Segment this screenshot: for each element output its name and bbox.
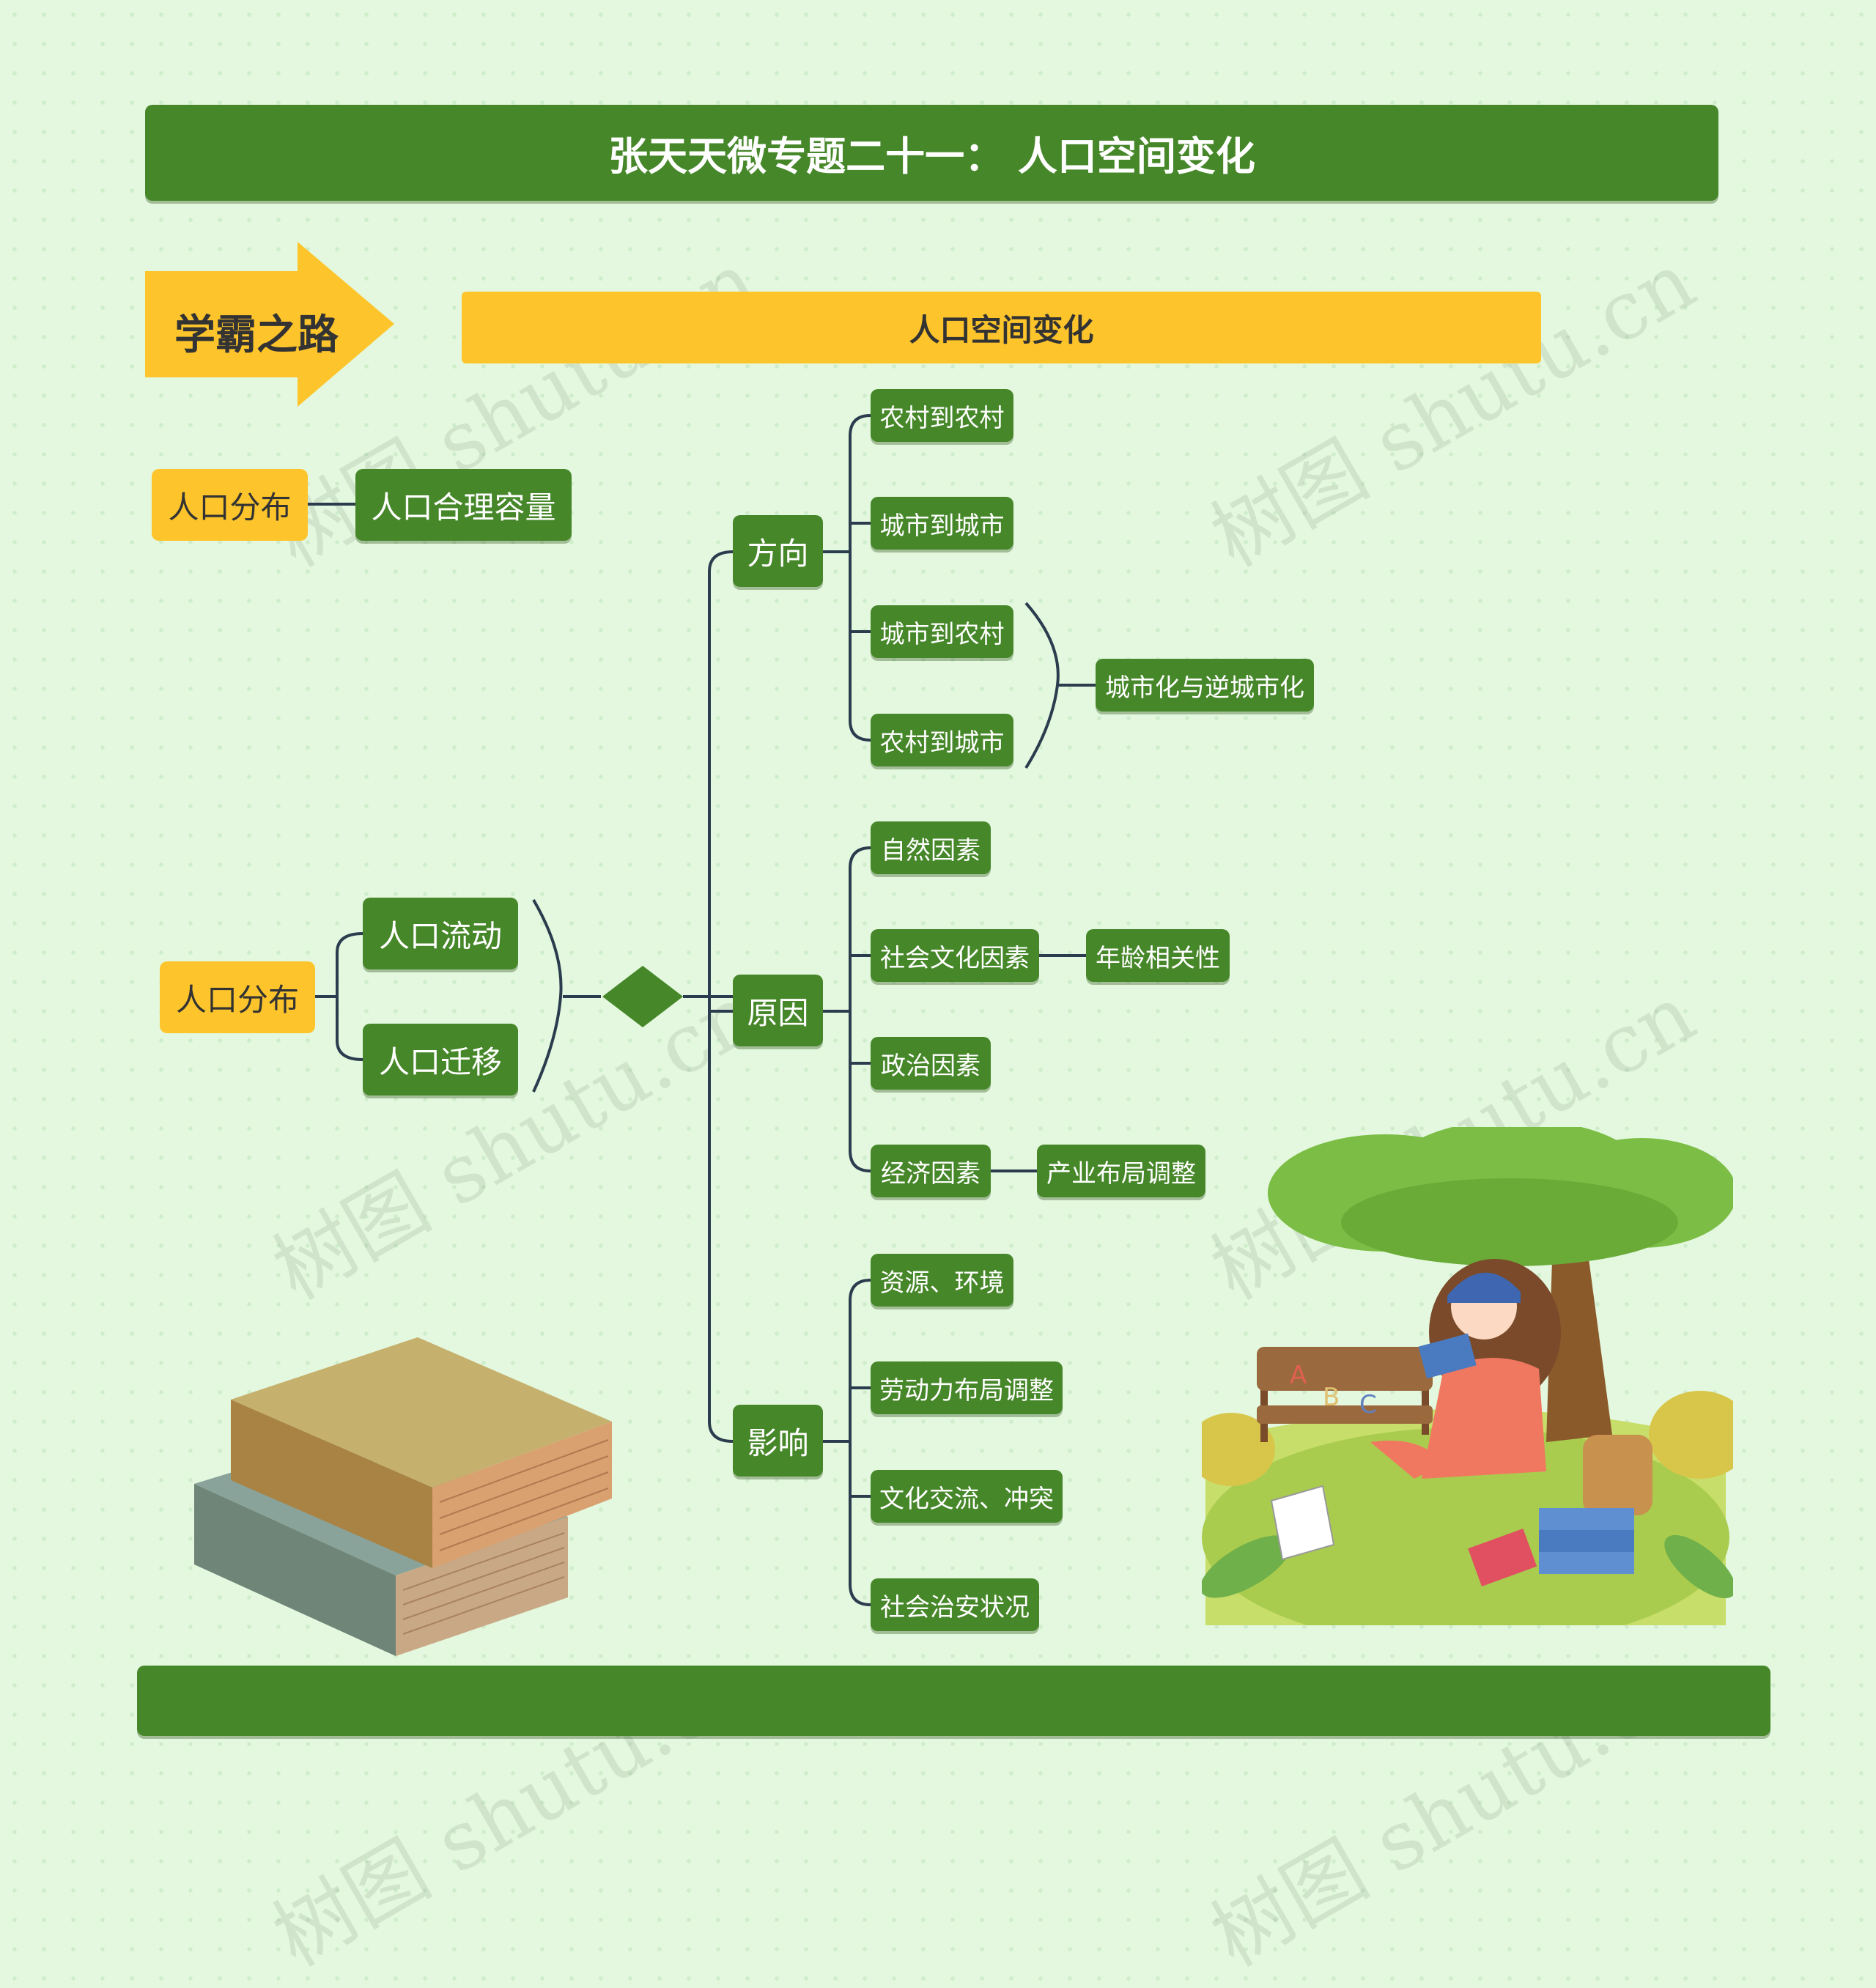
node-reasonable-capacity[interactable]: 人口合理容量 xyxy=(355,469,572,541)
leaf-political-factors[interactable]: 政治因素 xyxy=(871,1037,991,1090)
node-distribution-1[interactable]: 人口分布 xyxy=(152,469,308,541)
connector-lines xyxy=(308,414,1096,1606)
node-distribution-2[interactable]: 人口分布 xyxy=(160,961,315,1033)
leaf-labor-layout[interactable]: 劳动力布局调整 xyxy=(871,1361,1063,1414)
leaf-rural-to-rural[interactable]: 农村到农村 xyxy=(871,389,1013,442)
center-diamond xyxy=(602,966,683,1027)
leaf-urbanization[interactable]: 城市化与逆城市化 xyxy=(1096,659,1314,712)
leaf-age-correlation[interactable]: 年龄相关性 xyxy=(1086,929,1230,982)
books-illustration xyxy=(194,1337,612,1656)
svg-text:A: A xyxy=(1290,1361,1307,1390)
node-cause[interactable]: 原因 xyxy=(733,975,823,1046)
topic-bar: 人口空间变化 xyxy=(462,292,1541,363)
footer-bar xyxy=(137,1666,1770,1736)
svg-text:C: C xyxy=(1359,1390,1377,1419)
page-title: 张天天微专题二十一： 人口空间变化 xyxy=(608,133,1255,180)
arrow-badge-icon xyxy=(145,242,394,407)
leaf-natural-factors[interactable]: 自然因素 xyxy=(871,821,991,874)
leaf-sociocultural-factors[interactable]: 社会文化因素 xyxy=(871,929,1039,982)
leaf-industrial-layout[interactable]: 产业布局调整 xyxy=(1037,1145,1205,1197)
leaf-resources-environment[interactable]: 资源、环境 xyxy=(871,1254,1013,1307)
leaf-economic-factors[interactable]: 经济因素 xyxy=(871,1145,991,1197)
leaf-urban-to-urban[interactable]: 城市到城市 xyxy=(871,497,1013,550)
node-population-flow[interactable]: 人口流动 xyxy=(363,898,518,969)
node-direction[interactable]: 方向 xyxy=(733,515,823,587)
topic-label: 人口空间变化 xyxy=(909,311,1094,348)
leaf-rural-to-urban[interactable]: 农村到城市 xyxy=(871,714,1013,766)
leaf-cultural-exchange[interactable]: 文化交流、冲突 xyxy=(871,1470,1063,1523)
girl-reading-illustration: A B C xyxy=(1202,1127,1733,1625)
node-impact[interactable]: 影响 xyxy=(733,1405,823,1477)
leaf-public-security[interactable]: 社会治安状况 xyxy=(871,1578,1039,1631)
badge-label: 学霸之路 xyxy=(174,311,339,359)
svg-text:B: B xyxy=(1323,1383,1340,1412)
node-population-migration[interactable]: 人口迁移 xyxy=(363,1024,518,1095)
leaf-urban-to-rural[interactable]: 城市到农村 xyxy=(871,605,1013,658)
header-bar: 张天天微专题二十一： 人口空间变化 xyxy=(145,105,1718,201)
